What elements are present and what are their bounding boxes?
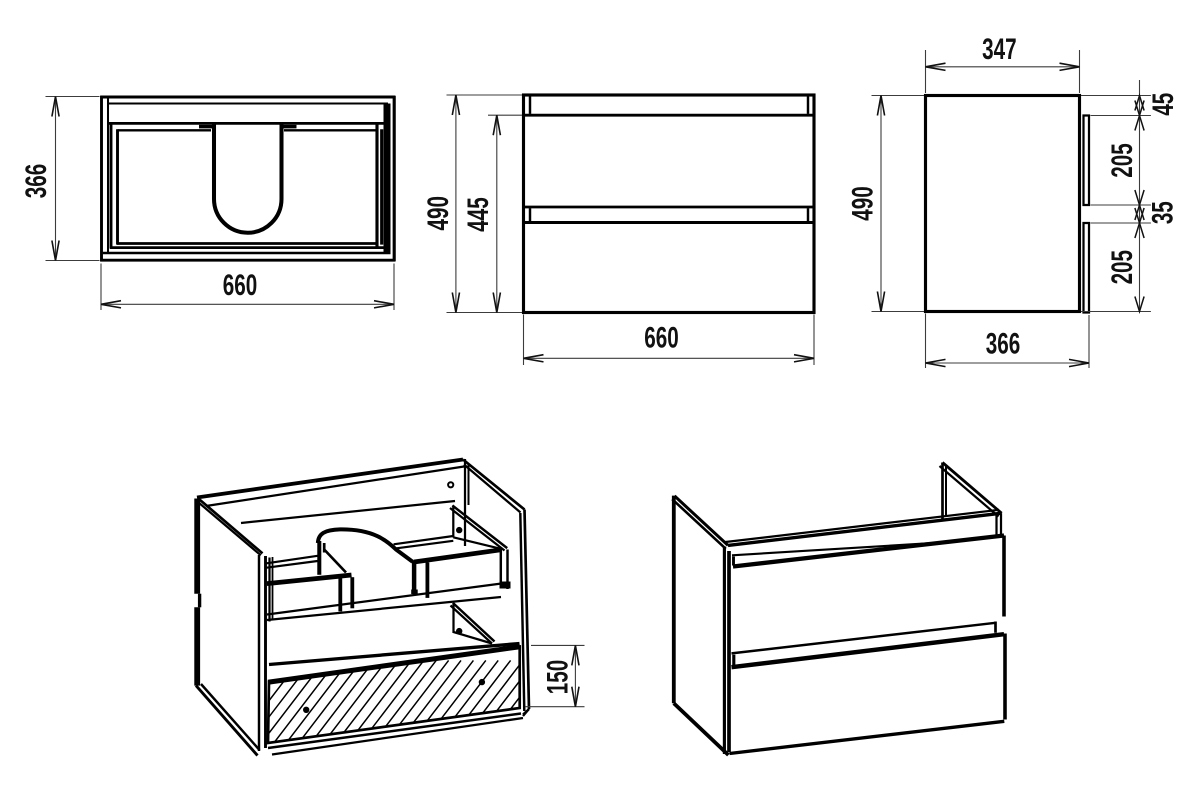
svg-text:445: 445 <box>463 197 495 231</box>
svg-text:660: 660 <box>223 269 257 301</box>
svg-text:366: 366 <box>986 328 1020 360</box>
svg-text:150: 150 <box>542 660 574 694</box>
svg-text:660: 660 <box>644 322 678 354</box>
svg-text:45: 45 <box>1147 93 1179 116</box>
svg-text:35: 35 <box>1147 201 1179 224</box>
svg-text:205: 205 <box>1106 143 1138 177</box>
svg-text:490: 490 <box>847 186 879 220</box>
svg-text:347: 347 <box>982 34 1016 66</box>
svg-text:490: 490 <box>423 196 455 230</box>
svg-text:205: 205 <box>1106 250 1138 284</box>
svg-text:366: 366 <box>20 164 52 198</box>
